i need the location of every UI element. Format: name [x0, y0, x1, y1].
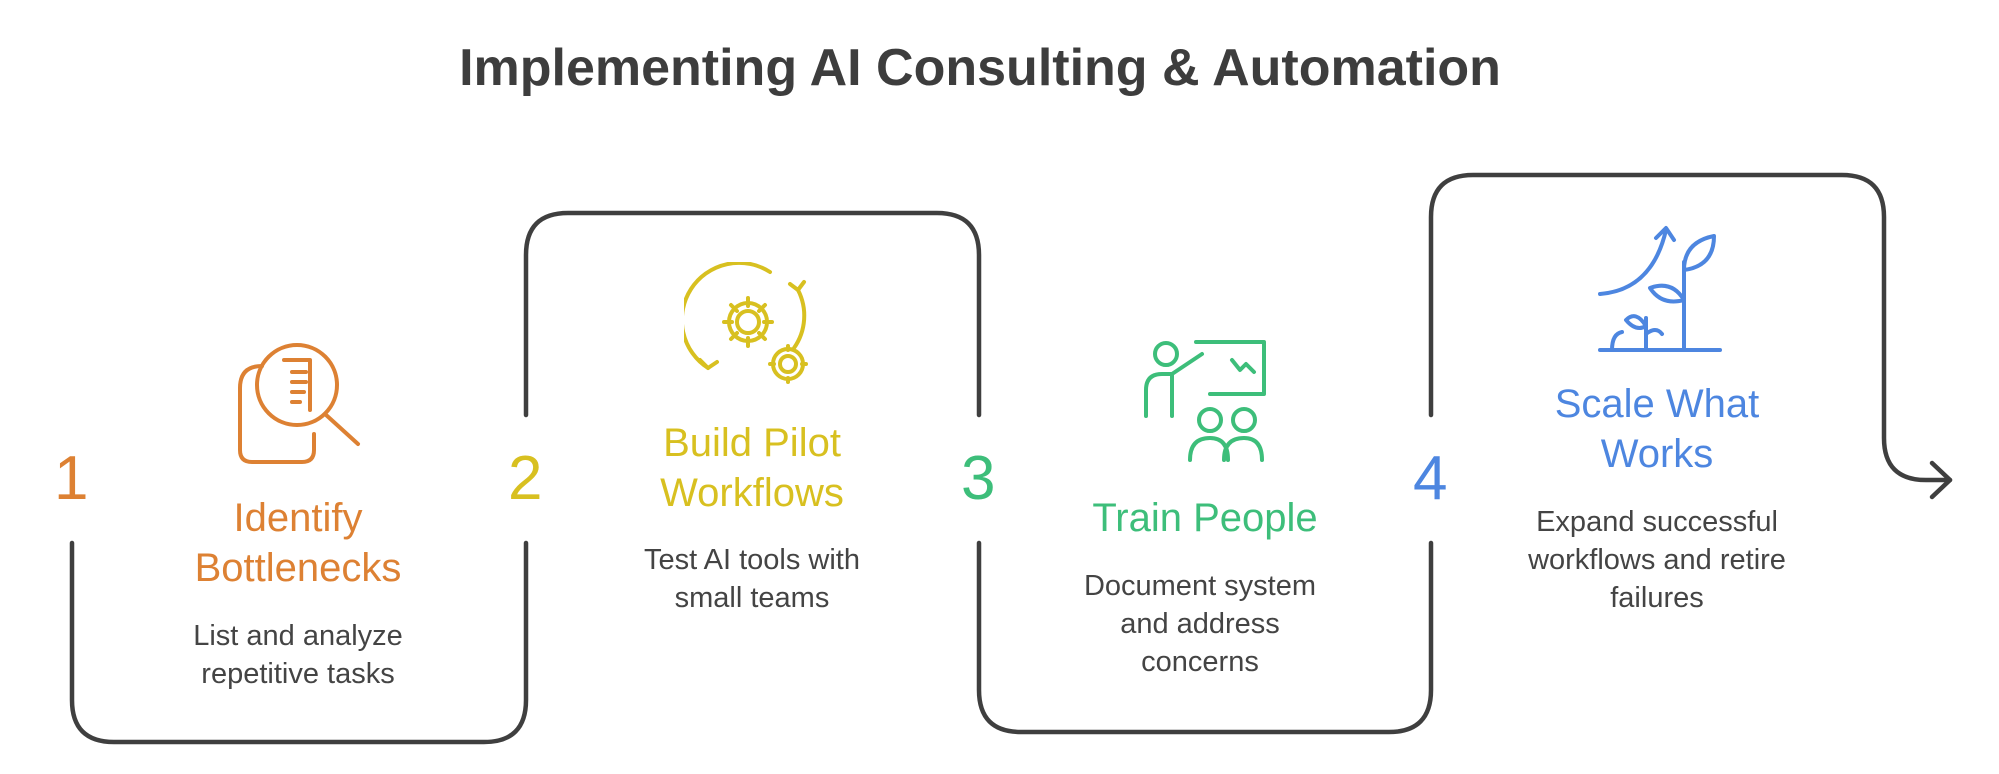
step-1-description: List and analyze repetitive tasks: [193, 620, 403, 690]
step-3-number: 3: [961, 444, 996, 513]
step-3-title: Train People: [1092, 496, 1318, 540]
step-3-description: Document system and address concerns: [1083, 570, 1317, 678]
step-1-title: Identify Bottlenecks: [194, 496, 402, 590]
step-2-number: 2: [508, 444, 543, 513]
step-2-title: Build Pilot Workflows: [660, 421, 844, 515]
step-4-number: 4: [1413, 444, 1448, 513]
step-1-number: 1: [54, 444, 89, 513]
growth-plant-icon: [1598, 226, 1722, 352]
teacher-presentation-icon: [1144, 340, 1266, 462]
gears-cycle-icon: [684, 262, 808, 384]
page-title: Implementing AI Consulting & Automation: [459, 39, 1501, 97]
step-2-description: Test AI tools with small teams: [644, 544, 860, 614]
step-4-description: Expand successful workflows and retire f…: [1528, 506, 1786, 614]
document-search-icon: [238, 343, 360, 464]
step-4-title: Scale What Works: [1554, 382, 1760, 476]
